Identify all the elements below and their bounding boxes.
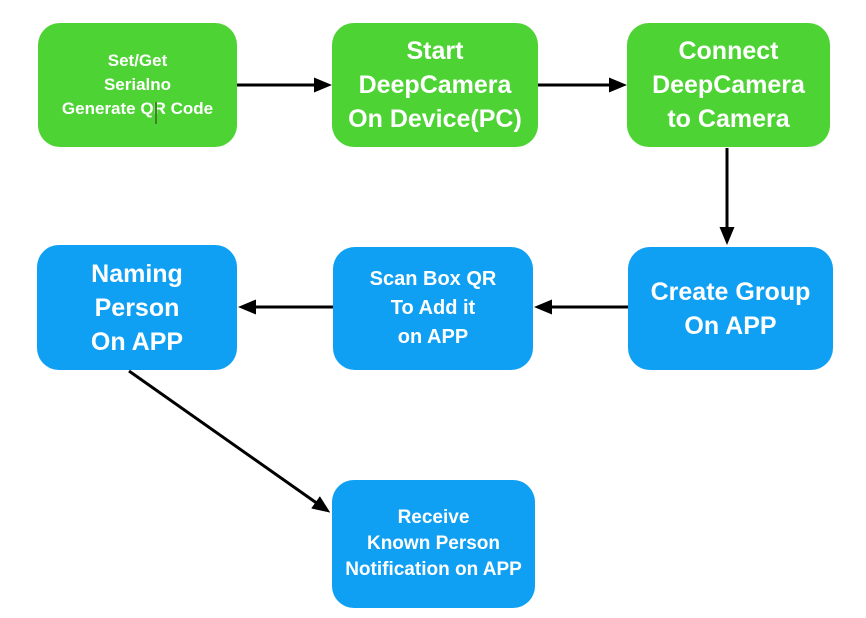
node-start-deepcamera: Start DeepCamera On Device(PC) [332, 23, 538, 147]
node-create-group-label: Create Group On APP [650, 277, 811, 340]
node-scan-box-qr: Scan Box QR To Add it on APP [333, 247, 533, 370]
node-scan-box-qr-label: Scan Box QR To Add it on APP [369, 268, 497, 348]
node-connect-deepcamera-label: Connect DeepCamera to Camera [652, 37, 805, 133]
arrow-naming-to-receive [128, 369, 331, 513]
node-connect-deepcamera: Connect DeepCamera to Camera [627, 23, 830, 147]
node-start-deepcamera-label: Start DeepCamera On Device(PC) [348, 37, 522, 133]
node-naming-person: Naming Person On APP [37, 245, 237, 370]
node-naming-person-label: Naming Person On APP [90, 259, 184, 356]
node-set-get-serialno: Set/Get Serialno Generate QR Code [38, 23, 237, 147]
node-receive-notification: Receive Known Person Notification on APP [332, 480, 535, 608]
text-cursor [155, 102, 157, 124]
node-create-group: Create Group On APP [628, 247, 833, 370]
node-receive-notification-label: Receive Known Person Notification on APP [345, 507, 522, 580]
node-set-get-serialno-label: Set/Get Serialno Generate QR Code [61, 51, 214, 118]
